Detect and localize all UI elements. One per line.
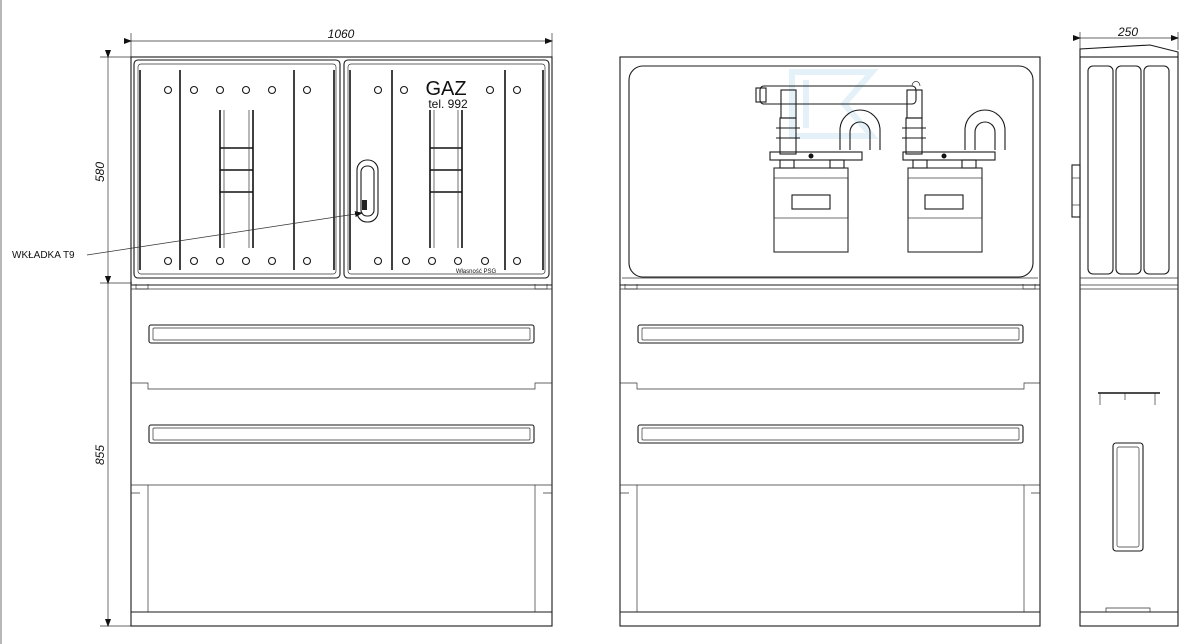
front-view: 1060 580 855 (12, 27, 553, 627)
owner-label: Własność PSG (456, 269, 497, 275)
front-base (131, 284, 552, 613)
cabinet-outline (130, 56, 553, 627)
side-view: 250 (1071, 25, 1179, 627)
door-lock (356, 159, 379, 223)
gas-meter-1 (769, 151, 863, 253)
side-bracket (1098, 392, 1160, 405)
side-outline (1079, 56, 1179, 627)
left-door-screw-holes (163, 85, 312, 266)
insert-callout: WKŁADKA T9 (12, 211, 363, 261)
interior-base (620, 284, 1040, 613)
dimension-width: 1060 (124, 27, 553, 58)
dimension-height-lower: 855 (93, 276, 132, 627)
gaz-label: GAZ (425, 78, 466, 100)
gas-valves (776, 117, 926, 155)
phone-label: tel. 992 (428, 97, 468, 111)
side-hinge (1071, 164, 1081, 218)
insert-label: WKŁADKA T9 (12, 250, 75, 261)
dimension-lower-label: 855 (93, 445, 107, 465)
interior-outline (619, 56, 1041, 627)
dimension-depth: 250 (1073, 25, 1179, 50)
side-vent (1112, 442, 1144, 552)
interior-view (619, 56, 1041, 627)
right-door: GAZ tel. 992 Własność PSG (343, 59, 550, 279)
gas-meter-2 (902, 151, 996, 253)
dimension-upper-label: 580 (93, 162, 107, 182)
dimension-depth-label: 250 (1117, 25, 1138, 39)
right-door-screw-holes (373, 85, 522, 266)
left-door (133, 59, 341, 279)
dimension-width-label: 1060 (328, 27, 355, 41)
